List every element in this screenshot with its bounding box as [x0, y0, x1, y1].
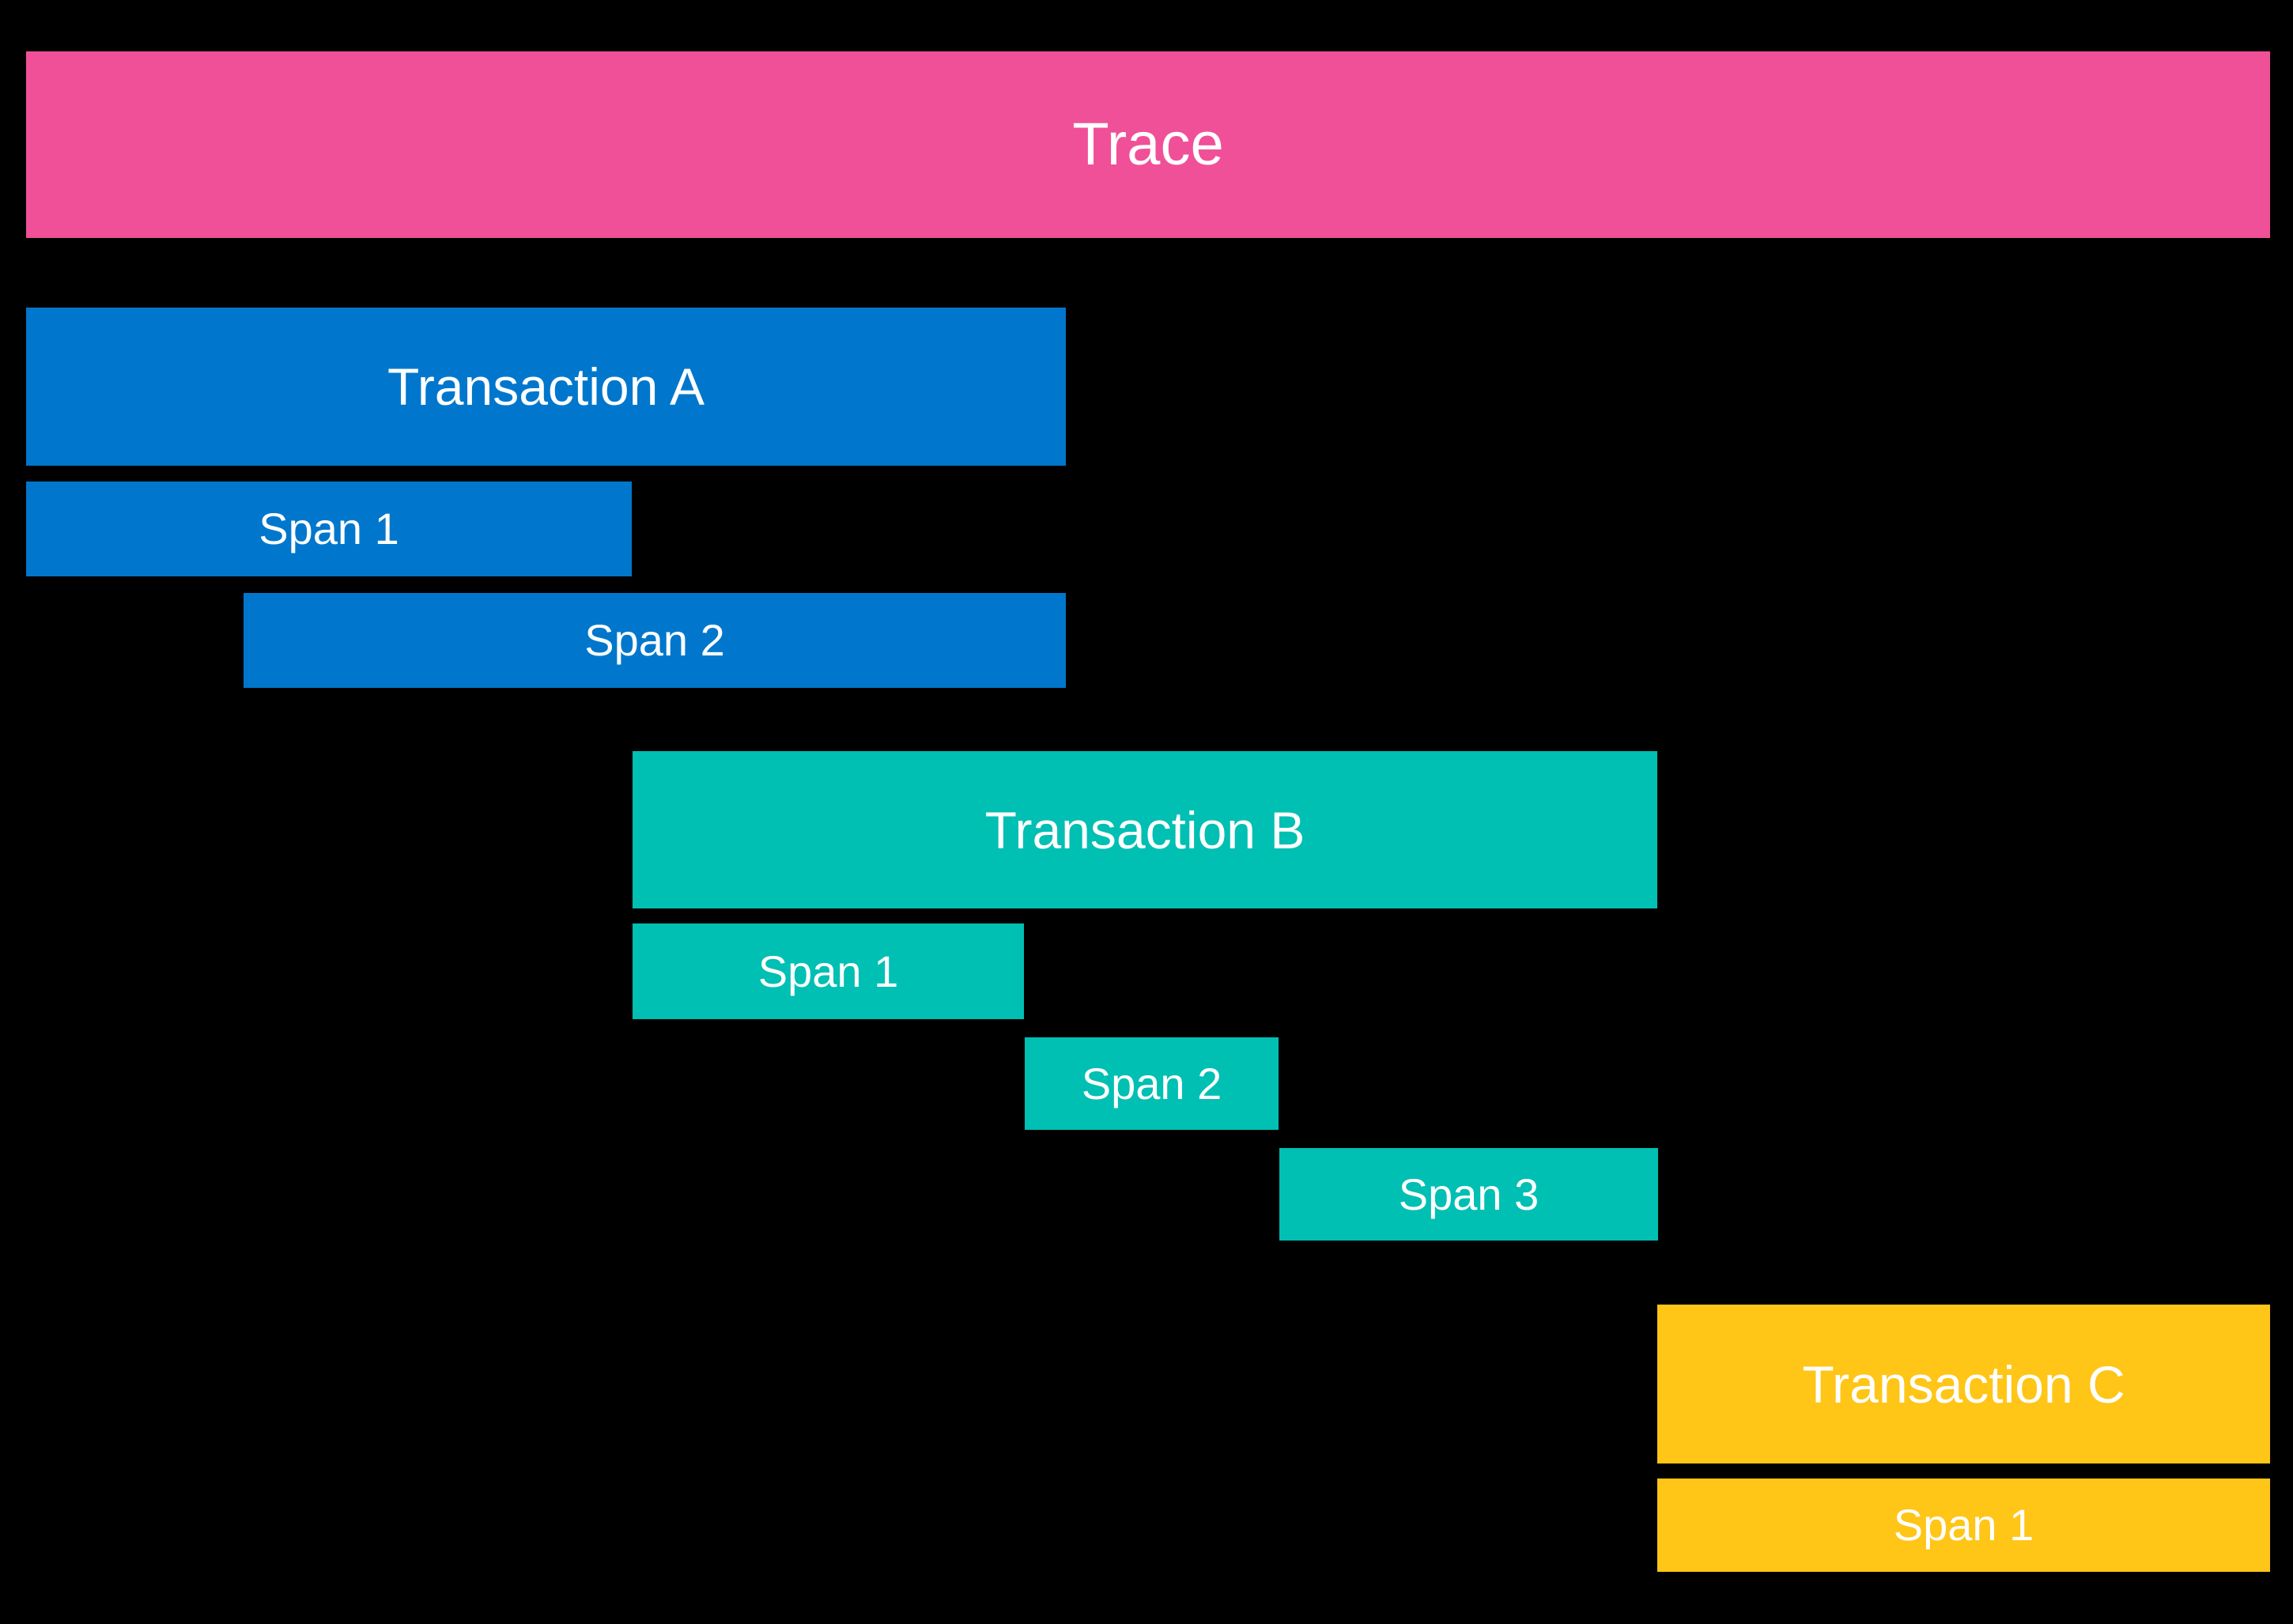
transaction-b-label: Transaction B	[984, 800, 1305, 859]
transaction-a-span-1-bar[interactable]: Span 1	[26, 482, 632, 576]
transaction-b-span-1-bar[interactable]: Span 1	[633, 923, 1024, 1019]
transaction-c-span-1-bar[interactable]: Span 1	[1657, 1479, 2270, 1572]
transaction-a-span-2-bar[interactable]: Span 2	[244, 593, 1066, 688]
transaction-c-bar[interactable]: Transaction C	[1657, 1305, 2270, 1463]
transaction-a-span-1-label: Span 1	[259, 504, 399, 553]
transaction-a-span-2-label: Span 2	[584, 615, 725, 665]
transaction-a-bar[interactable]: Transaction A	[26, 308, 1066, 466]
transaction-c-label: Transaction C	[1802, 1354, 2125, 1414]
transaction-b-bar[interactable]: Transaction B	[633, 751, 1657, 908]
trace-bar[interactable]: Trace	[26, 51, 2270, 238]
transaction-a-label: Transaction A	[387, 357, 705, 416]
trace-bar-label: Trace	[1072, 111, 1224, 178]
transaction-b-span-1-label: Span 1	[757, 946, 899, 996]
transaction-b-span-2-bar[interactable]: Span 2	[1025, 1037, 1279, 1130]
transaction-c-span-1-label: Span 1	[1893, 1500, 2034, 1550]
transaction-b-span-3-label: Span 3	[1398, 1169, 1539, 1219]
transaction-b-span-2-label: Span 2	[1081, 1058, 1222, 1108]
transaction-b-span-3-bar[interactable]: Span 3	[1279, 1148, 1658, 1241]
